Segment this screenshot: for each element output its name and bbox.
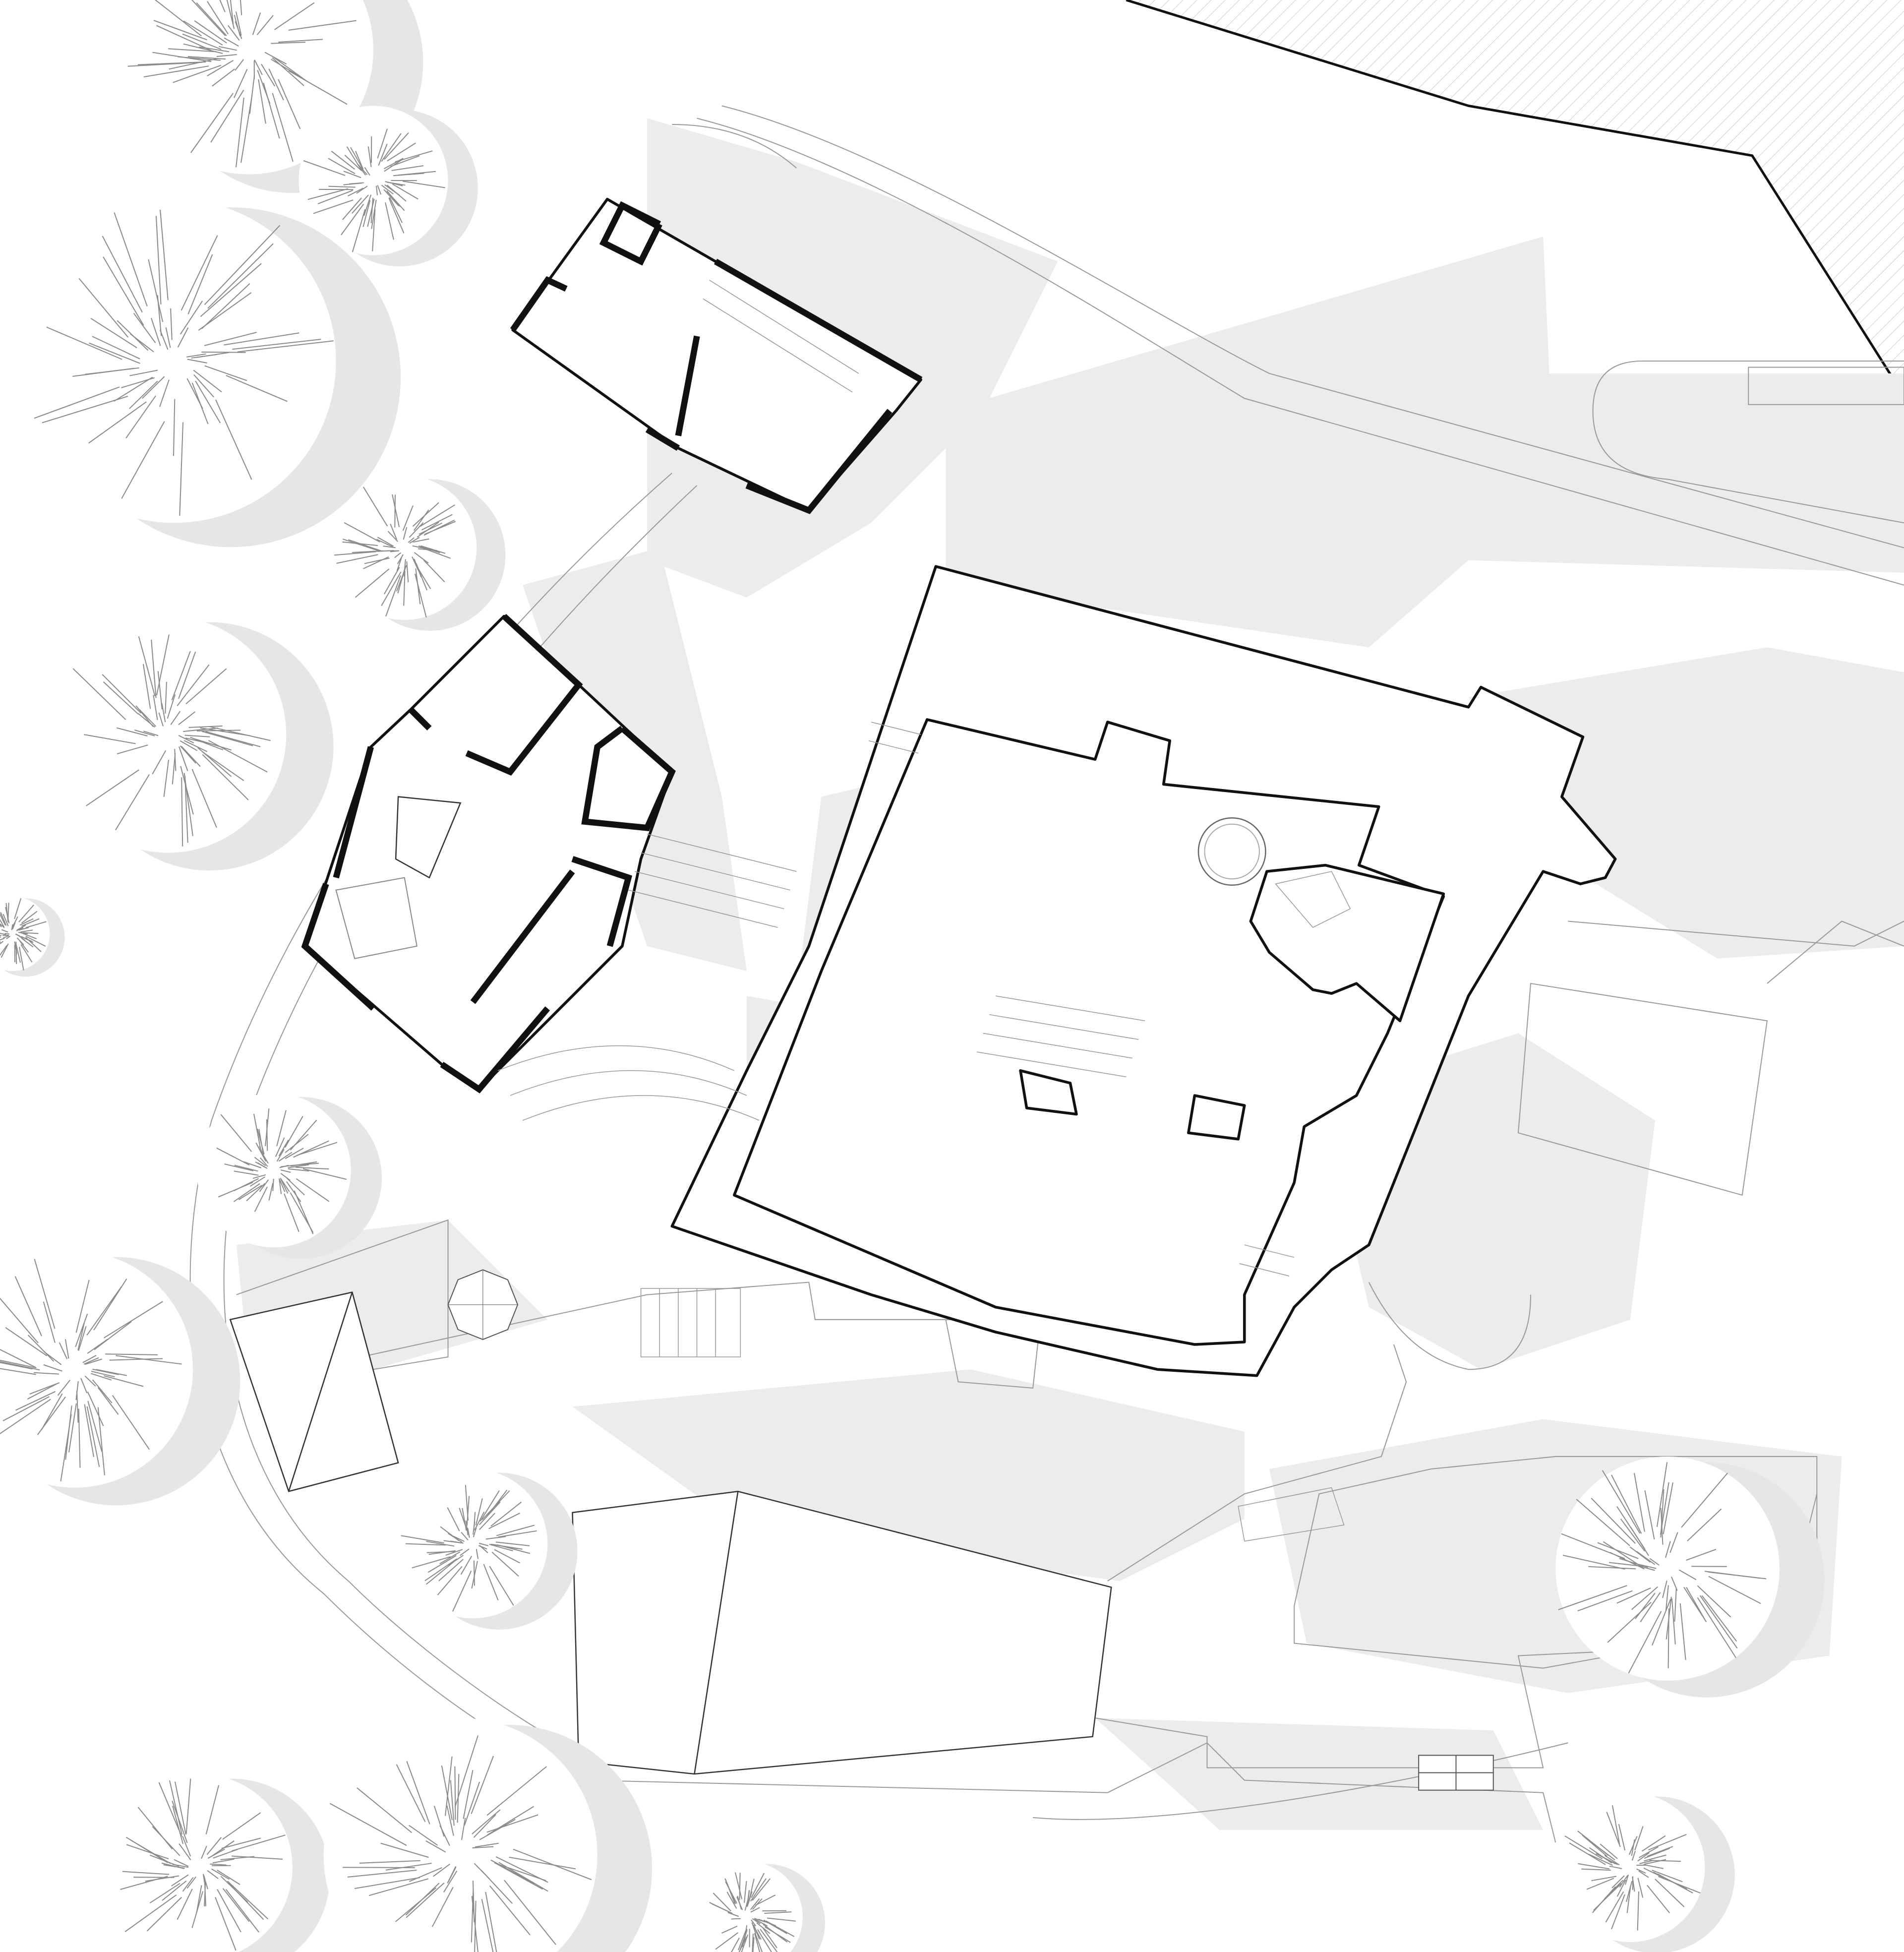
site-boundary [1126,0,1904,397]
tree-symbol [196,1093,351,1248]
outdoor-stairs [640,1288,1345,1542]
tree-symbol [50,616,287,853]
tree-symbol [398,1469,548,1619]
west-pavilion [301,613,797,1121]
hatched-area [1126,0,1904,396]
table-tennis-symbol [1418,1755,1494,1791]
tree-symbol [106,1774,293,1952]
round-feature [1197,817,1266,886]
tree-symbol [323,1718,597,1952]
tree-symbol [1555,1792,1705,1942]
tree-symbol [124,0,373,175]
roof-west [229,1291,399,1492]
tree-symbol [0,896,50,971]
main-building [670,565,1617,1377]
parasol-symbol [447,1269,519,1341]
tree-symbol [332,475,477,620]
tree-symbol [1555,1456,1780,1681]
tree-symbol [690,1861,803,1952]
stair-symbol [868,722,1295,1277]
north-pavilion [510,197,923,514]
tree-symbol [0,1251,193,1488]
trees [0,0,1825,1952]
tree-symbol [298,106,448,255]
tree-symbol [12,199,336,523]
